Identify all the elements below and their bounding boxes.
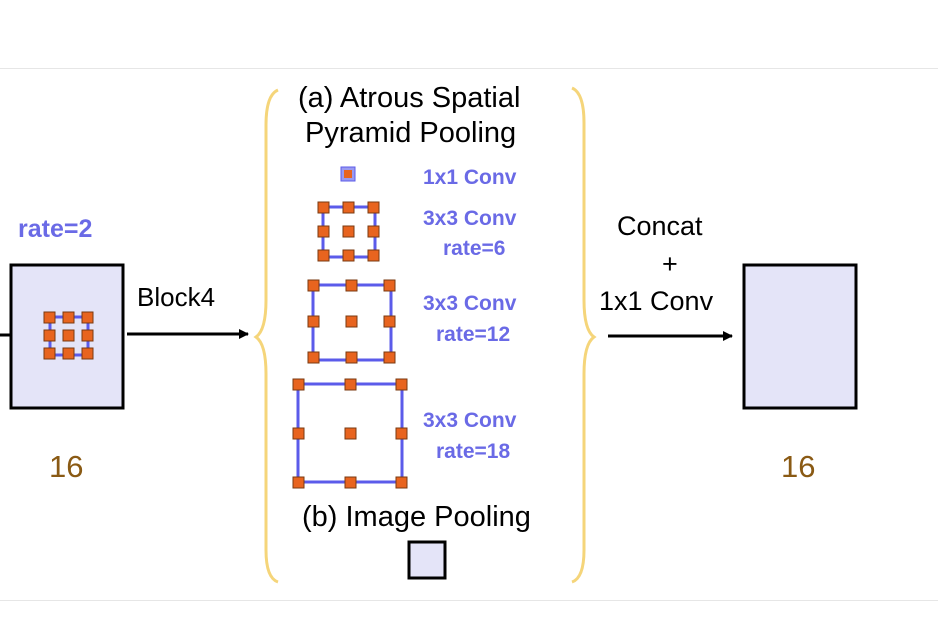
conv1x1-label: 1x1 Conv xyxy=(599,286,714,316)
kernel-1x1 xyxy=(340,166,356,182)
left-size-label: 16 xyxy=(49,449,84,484)
aspp-title-line1: (a) Atrous Spatial xyxy=(298,82,521,114)
branch-rate12-label-line2: rate=12 xyxy=(436,323,511,346)
bottom-divider xyxy=(0,600,938,601)
plus-label: + xyxy=(662,249,678,279)
image-pooling-label: (b) Image Pooling xyxy=(302,501,531,533)
right-size-label: 16 xyxy=(781,449,816,484)
aspp-title-line2: Pyramid Pooling xyxy=(305,117,517,149)
left-kernel-rate2 xyxy=(43,311,94,360)
branch-rate6-label-line1: 3x3 Conv xyxy=(423,207,517,230)
image-pooling-box xyxy=(407,540,447,580)
branch-rate18-label-line1: 3x3 Conv xyxy=(423,409,517,432)
left-brace xyxy=(253,88,279,584)
block4-label: Block4 xyxy=(137,282,216,312)
top-divider xyxy=(0,68,938,69)
branch-1x1-label: 1x1 Conv xyxy=(423,166,517,189)
branch-rate6-label-line2: rate=6 xyxy=(443,237,506,260)
right-feature-map xyxy=(742,263,858,410)
concat-label: Concat xyxy=(617,211,703,241)
kernel-3x3-rate6 xyxy=(317,201,380,262)
kernel-3x3-rate12 xyxy=(307,279,396,364)
rate-2-label: rate=2 xyxy=(18,215,93,243)
kernel-3x3-rate18 xyxy=(292,378,408,489)
branch-rate12-label-line1: 3x3 Conv xyxy=(423,292,517,315)
branch-rate18-label-line2: rate=18 xyxy=(436,440,511,463)
right-brace xyxy=(571,86,597,584)
